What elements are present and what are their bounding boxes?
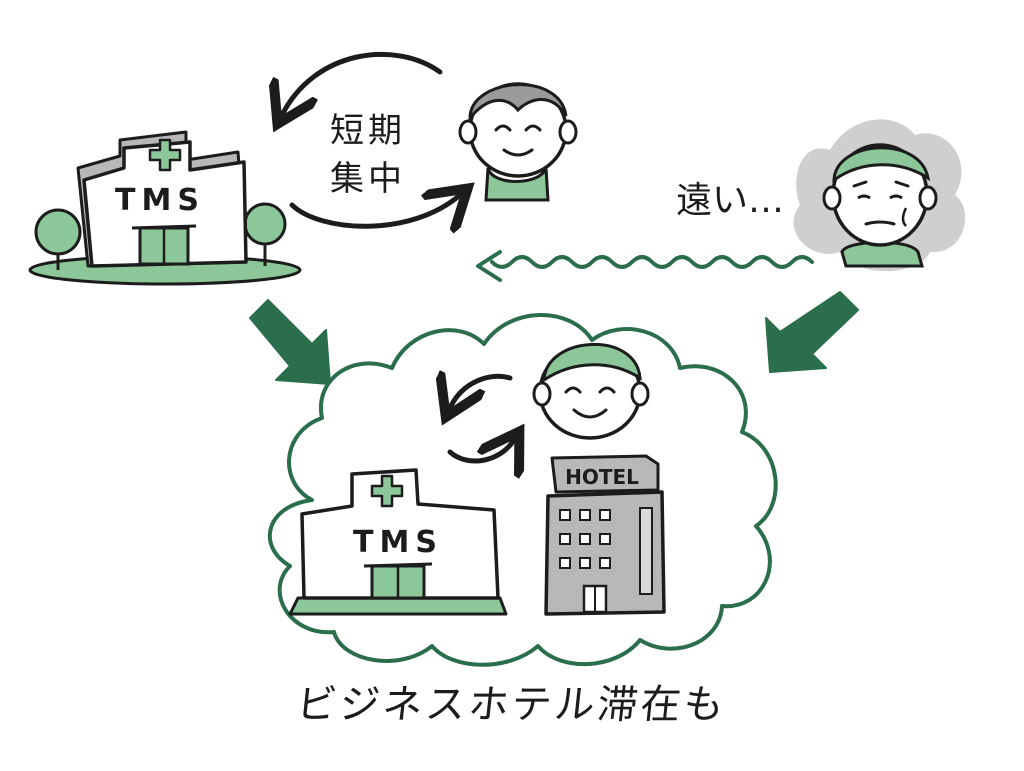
arrow-down-right-icon (250, 300, 330, 384)
hotel-sign: HOTEL (565, 465, 639, 489)
label-intensive: 集中 (330, 159, 406, 199)
clinic-top: TMS (30, 132, 300, 284)
caption-business-hotel-stay: ビジネスホテル滞在も (0, 672, 1024, 730)
happy-man-avatar (460, 84, 576, 200)
tree-icon (245, 204, 285, 266)
label-far: 遠い… (676, 180, 784, 221)
label-short-term: 短期 (330, 111, 406, 151)
arrow-down-left-icon (766, 292, 858, 372)
clinic-cloud-sign: TMS (353, 525, 443, 560)
wavy-arrow (478, 252, 812, 280)
hotel-building: HOTEL (546, 456, 664, 614)
clinic-top-sign: TMS (115, 183, 205, 218)
tired-man-avatar (794, 119, 966, 271)
